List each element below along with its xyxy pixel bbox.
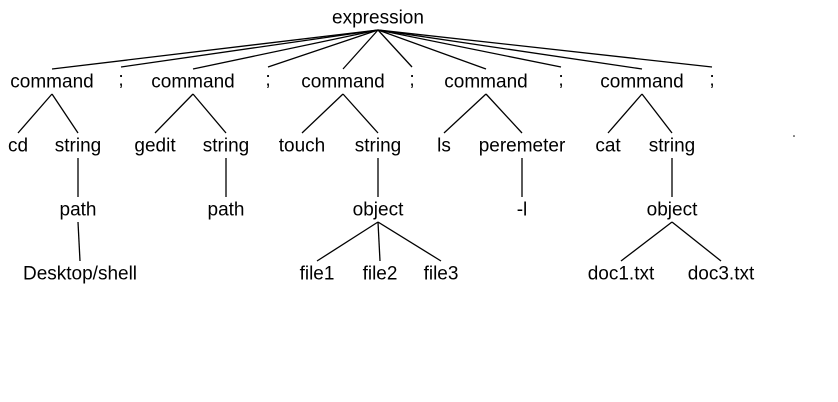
tree-edge (377, 221, 442, 262)
tree-nodes: expression command cd string pathDesktop/she… (8, 8, 755, 285)
tree-node-doc3-txt: doc3.txt (688, 264, 755, 285)
tree-edge (377, 29, 562, 68)
tree-node-expression: expression (332, 8, 424, 29)
tree-edge (443, 93, 487, 134)
tree-edge (154, 93, 194, 134)
tree-edge (620, 221, 673, 262)
tree-node-file1: file1 (300, 264, 335, 285)
tree-node-path: path (208, 200, 245, 221)
tree-edge (342, 93, 379, 134)
tree-edge (377, 29, 643, 70)
tree-node-doc1-txt: doc1.txt (588, 264, 655, 285)
stray-dot (793, 135, 795, 137)
tree-node-object: object (353, 200, 404, 221)
tree-edge (77, 221, 81, 262)
tree-edge (641, 93, 673, 134)
tree-edge (120, 29, 379, 68)
tree-node-command: command (600, 72, 683, 93)
tree-node-command: command (301, 72, 384, 93)
tree-edge (51, 93, 79, 134)
tree-node-file3: file3 (424, 264, 459, 285)
tree-node-object: object (647, 200, 698, 221)
tree-edge (607, 93, 643, 134)
tree-node-string: string (355, 136, 401, 157)
tree-node-touch: touch (279, 136, 325, 157)
tree-edge (377, 29, 413, 68)
tree-node-gedit: gedit (134, 136, 176, 157)
tree-node-semicolon: ; (409, 70, 414, 91)
tree-edge (377, 221, 381, 262)
tree-node-semicolon: ; (118, 70, 123, 91)
tree-edge (377, 29, 487, 70)
tree-edge (51, 29, 379, 70)
tree-edge (342, 29, 379, 70)
tree-edge (485, 93, 523, 134)
tree-node-peremeter: peremeter (479, 136, 566, 157)
tree-edge (301, 93, 344, 134)
tree-node-string: string (203, 136, 249, 157)
tree-edge (192, 29, 379, 70)
tree-edges (17, 29, 722, 262)
tree-node-ls: ls (437, 136, 451, 157)
tree-node-string: string (55, 136, 101, 157)
tree-node-semicolon: ; (265, 70, 270, 91)
tree-edge (267, 29, 379, 68)
tree-node-semicolon: ; (558, 70, 563, 91)
tree-node-file2: file2 (363, 264, 398, 285)
tree-node-command: command (444, 72, 527, 93)
tree-node-cd: cd (8, 136, 28, 157)
tree-node-command: command (10, 72, 93, 93)
tree-node-cat: cat (595, 136, 621, 157)
tree-node-command: command (151, 72, 234, 93)
tree-node-path: path (60, 200, 97, 221)
tree-node-semicolon: ; (709, 70, 714, 91)
tree-edge (671, 221, 722, 262)
tree-node-l: -l (517, 200, 528, 221)
tree-edge (316, 221, 379, 262)
tree-node-desktop-shell: Desktop/shell (23, 264, 137, 285)
tree-edge (377, 29, 713, 68)
tree-edge (17, 93, 53, 134)
tree-node-string: string (649, 136, 695, 157)
tree-edge (192, 93, 227, 134)
